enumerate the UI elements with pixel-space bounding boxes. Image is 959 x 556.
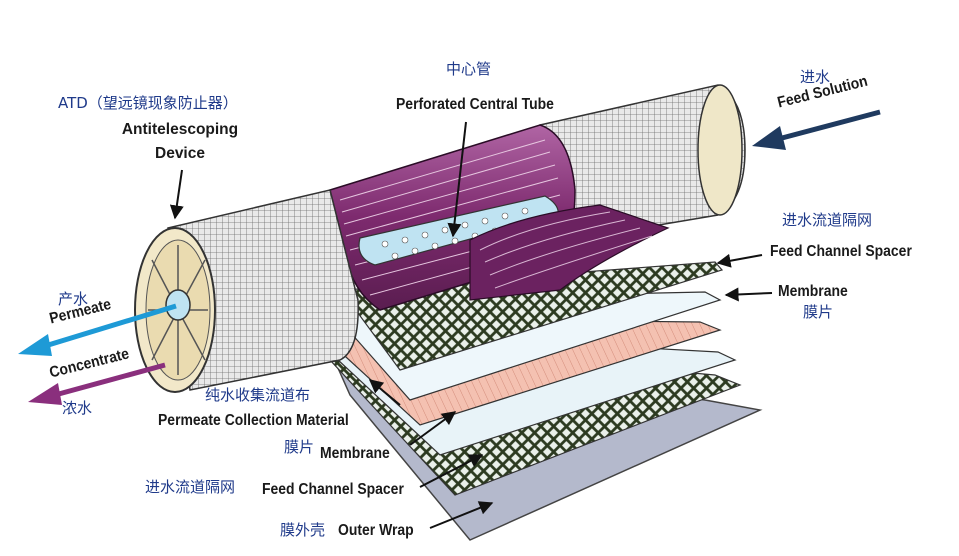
collection-label-zh: 纯水收集流道布 <box>205 386 311 404</box>
spacer-bottom-label-zh: 进水流道隔网 <box>145 478 236 496</box>
fanned-leaf-lines <box>479 211 653 289</box>
tube-label-en: Perforated Central Tube <box>396 96 554 113</box>
tube-label-zh: 中心管 <box>446 60 492 78</box>
atd-label-en-2: Device <box>155 145 205 162</box>
atd-label-zh: ATD（望远镜现象防止器） <box>58 94 238 112</box>
outer-wrap-label-en: Outer Wrap <box>338 522 414 539</box>
fanned-leaves <box>469 204 670 301</box>
atd-hub <box>165 289 191 321</box>
feed-label-zh: 进水 <box>800 68 831 86</box>
cylinder-left <box>167 189 359 391</box>
feed-arrow <box>752 109 881 150</box>
membrane-top-label-en: Membrane <box>778 283 848 300</box>
pointer-arrows <box>169 121 773 529</box>
spacer-bottom-label-en: Feed Channel Spacer <box>262 481 404 498</box>
membrane-bottom-label-zh: 膜片 <box>284 438 315 456</box>
cylinder-right-end <box>697 84 743 216</box>
collection-label-en: Permeate Collection Material <box>158 412 349 429</box>
spacer-top-label-zh: 进水流道隔网 <box>782 211 873 229</box>
concentrate-arrow <box>28 362 166 405</box>
concentrate-label-zh: 浓水 <box>62 399 93 417</box>
outer-wrap-label-zh: 膜外壳 <box>280 521 326 539</box>
permeate-label-zh: 产水 <box>58 290 89 308</box>
permeate-arrow <box>18 303 177 356</box>
membrane-top-label-zh: 膜片 <box>803 303 834 321</box>
atd-label-en-1: Antitelescoping <box>121 121 239 138</box>
membrane-bottom-label-en: Membrane <box>320 445 390 462</box>
spacer-top-label-en: Feed Channel Spacer <box>770 243 912 260</box>
